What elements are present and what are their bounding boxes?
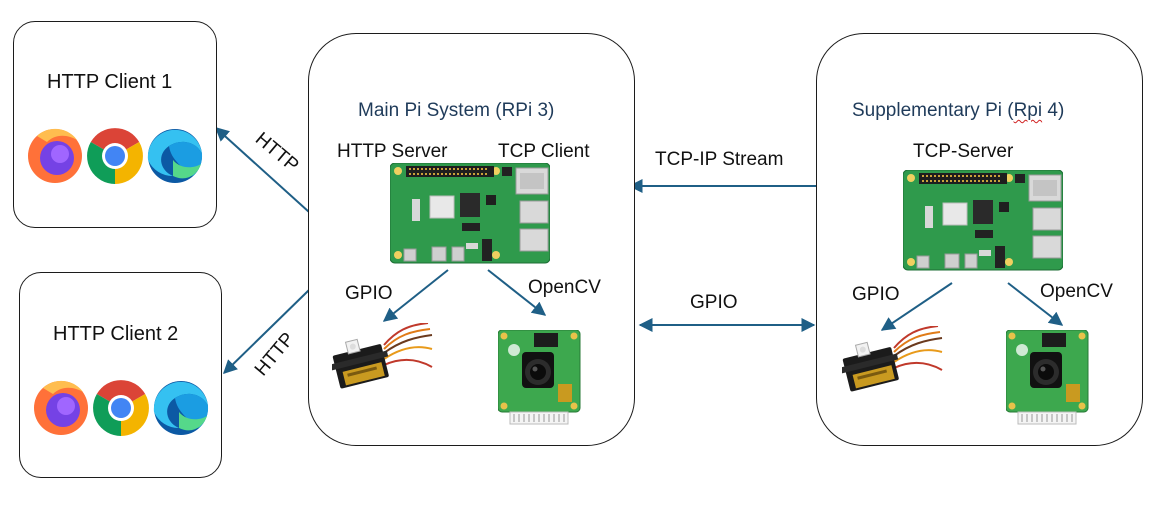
main-opencv-label: OpenCV <box>528 277 601 298</box>
supp-tcp-server-label: TCP-Server <box>913 141 1014 162</box>
main-http-server-label: HTTP Server <box>337 141 448 162</box>
main-tcp-client-label: TCP Client <box>498 141 590 162</box>
http-client-1-box <box>13 21 217 228</box>
http-client-1-title: HTTP Client 1 <box>47 71 173 93</box>
link-arrows <box>214 127 816 374</box>
supp-camera-module <box>1006 330 1089 425</box>
supp-opencv-label: OpenCV <box>1040 281 1113 302</box>
http-arrow-2 <box>222 289 310 374</box>
supp-pi-title: Supplementary Pi (Rpi 4) <box>852 100 1065 121</box>
main-gpio-label: GPIO <box>345 283 393 304</box>
main-pi-title: Main Pi System (RPi 3) <box>358 100 555 121</box>
gpio-link-label: GPIO <box>690 292 738 313</box>
tcp-stream-label: TCP-IP Stream <box>655 149 784 170</box>
supp-servo-motor <box>842 326 943 394</box>
http-arrow-1 <box>214 127 310 213</box>
http-client-2-box <box>19 272 222 478</box>
http-client-2-title: HTTP Client 2 <box>53 323 179 345</box>
supp-gpio-label: GPIO <box>852 284 900 305</box>
